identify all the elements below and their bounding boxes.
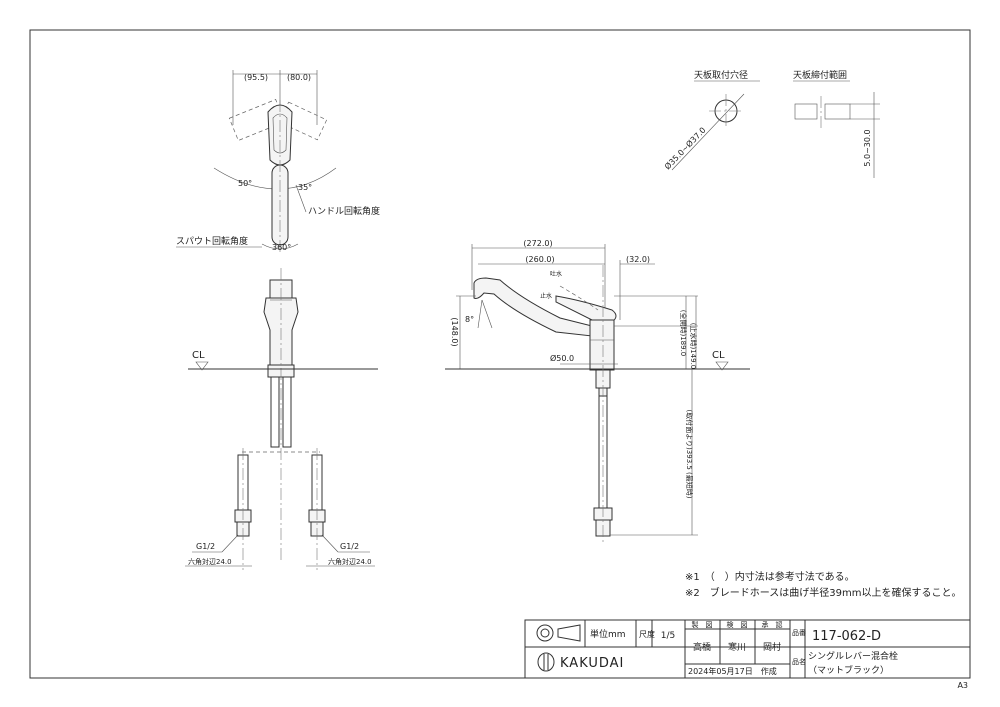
product-name-1: シングルレバー混合栓 bbox=[808, 650, 898, 662]
sheet-size: A3 bbox=[957, 681, 968, 690]
hex-left-label: 六角対辺24.0 bbox=[188, 557, 232, 566]
cl-left-label: CL bbox=[192, 350, 205, 361]
kakudai-logo: KAKUDAI bbox=[537, 652, 624, 672]
product-name-2: （マットブラック） bbox=[808, 664, 889, 676]
drawing-border bbox=[29, 29, 971, 679]
drafter-name: 高橋 bbox=[693, 641, 711, 653]
note-1: ※1 （ ）内寸法は参考寸法である。 bbox=[685, 570, 855, 583]
label-shisui: 止水 bbox=[540, 292, 552, 300]
scale-label: 尺度 bbox=[639, 629, 655, 639]
title-block: 単位mm 尺度 1/5 製 図 検 図 承 認 高橋 寒川 岡村 2024年05… bbox=[524, 619, 971, 679]
unit-label: 単位mm bbox=[590, 628, 626, 640]
counter-detail: 天板締付範囲 5.0~30.0 bbox=[793, 69, 880, 178]
dim-spout-reach: (260.0) bbox=[525, 255, 554, 264]
dim-top-right: (80.0) bbox=[287, 73, 311, 82]
dim-counter-thickness: 5.0~30.0 bbox=[863, 129, 872, 166]
dim-angle-right: 35° bbox=[298, 183, 312, 192]
approver-name: 岡村 bbox=[763, 641, 781, 653]
note-2: ※2 ブレードホースは曲げ半径39mm以上を確保すること。 bbox=[685, 586, 961, 599]
dim-overall-length: (272.0) bbox=[523, 239, 552, 248]
dim-hole-dia: Ø35.0~Ø37.0 bbox=[662, 125, 707, 171]
counter-title: 天板締付範囲 bbox=[793, 69, 847, 81]
date-created: 2024年05月17日 作成 bbox=[688, 666, 777, 676]
g-left-label: G1/2 bbox=[196, 542, 215, 551]
hinmei-label: 品名 bbox=[792, 657, 806, 666]
hex-right-label: 六角対辺24.0 bbox=[328, 557, 372, 566]
dim-closed: (止水時)149.0 bbox=[689, 323, 698, 370]
hole-detail: 天板取付穴径 Ø35.0~Ø37.0 bbox=[662, 69, 760, 171]
part-number: 117-062-D bbox=[812, 629, 881, 644]
seizu-header: 製 図 bbox=[692, 620, 713, 629]
shounin-header: 承 認 bbox=[762, 620, 783, 629]
kenzu-header: 検 図 bbox=[727, 620, 748, 629]
front-view: CL G1/2 六角対辺24.0 G1/2 六角対辺24.0 bbox=[185, 268, 378, 570]
dim-base-dia: Ø50.0 bbox=[550, 353, 574, 363]
g-right-label: G1/2 bbox=[340, 542, 359, 551]
hinban-label: 品番 bbox=[792, 629, 806, 637]
spout-rotation-label: スパウト回転角度 bbox=[176, 235, 248, 247]
checker-name: 寒川 bbox=[728, 641, 746, 653]
dim-hose-length: (取付面より)393.5 (最短時) bbox=[685, 409, 694, 498]
projection-symbol-icon bbox=[536, 624, 554, 642]
hole-title: 天板取付穴径 bbox=[694, 69, 748, 81]
dim-top-left: (95.5) bbox=[244, 73, 268, 82]
dim-full-open: (全開時)189.0 bbox=[679, 310, 688, 357]
dim-angle-left: 50° bbox=[238, 179, 252, 188]
logo-text: KAKUDAI bbox=[560, 656, 624, 671]
scale-value: 1/5 bbox=[661, 631, 675, 641]
label-tosui: 吐水 bbox=[550, 270, 562, 278]
side-view: (272.0) (260.0) (32.0) 吐水 止水 (148.0) 8° … bbox=[445, 239, 750, 545]
handle-rotation-label: ハンドル回転角度 bbox=[308, 205, 380, 217]
dim-height: (148.0) bbox=[450, 317, 459, 346]
dim-handle-offset: (32.0) bbox=[626, 255, 650, 264]
cl-right-label: CL bbox=[712, 350, 725, 361]
dim-spout-angle: 8° bbox=[465, 315, 474, 324]
top-view: (95.5) (80.0) 50° 35° ハンドル回転角度 360° スパウト… bbox=[176, 70, 380, 252]
spout-rotation-dim: 360° bbox=[272, 243, 291, 252]
